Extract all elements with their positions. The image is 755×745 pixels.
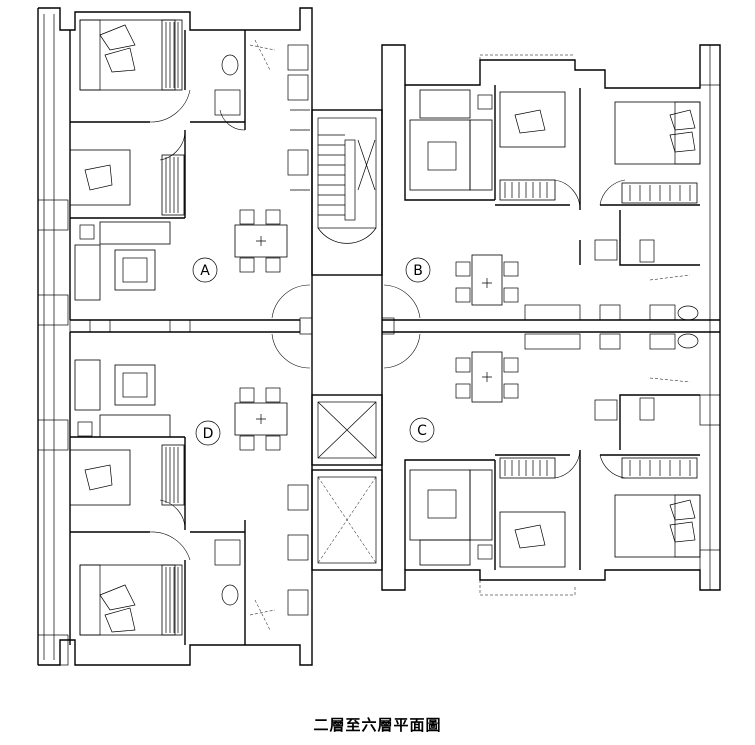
core: [271, 109, 421, 571]
unit-label-b-text: B: [413, 263, 423, 279]
unit-label-c-text: C: [417, 423, 427, 439]
unit-label-c: C: [409, 417, 435, 443]
unit-label-d: D: [195, 420, 221, 446]
right-block: [381, 44, 721, 596]
unit-label-a: A: [192, 257, 218, 283]
unit-label-a-text: A: [200, 263, 210, 279]
unit-label-b: B: [405, 257, 431, 283]
plan-caption: 二層至六層平面圖: [313, 716, 442, 734]
left-block: [37, 7, 313, 666]
unit-label-d-text: D: [203, 426, 214, 442]
